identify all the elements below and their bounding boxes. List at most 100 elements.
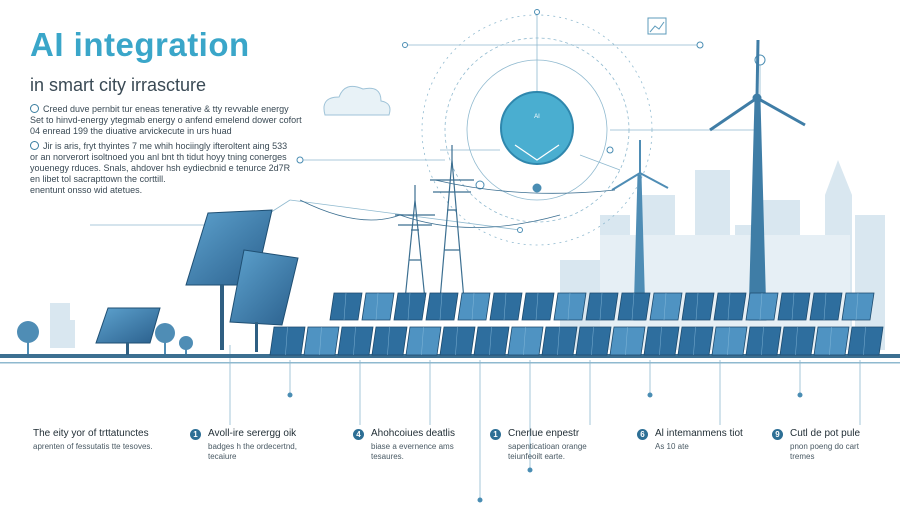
solar-panel-gridline: [659, 326, 662, 356]
solar-panel-gridline: [319, 326, 322, 356]
feature-title: Ahohcoiues deatlis: [371, 428, 455, 439]
solar-panel: [521, 292, 555, 321]
solar-panel: [371, 326, 408, 356]
solar-panel-gridline: [625, 326, 628, 356]
bullet-icon: [30, 104, 39, 113]
intro-paragraph-2: Jir is aris, fryt thyintes 7 me whih hoc…: [30, 141, 310, 196]
solar-panel: [711, 326, 748, 356]
solar-panel: [489, 292, 523, 321]
feature-number: 1: [190, 429, 201, 440]
feature-title: Avoll-ire serergg oik: [208, 428, 297, 439]
solar-panel-gridline: [353, 326, 356, 356]
cloud-icon: [323, 85, 391, 116]
solar-panel: [541, 326, 578, 356]
solar-panel: [303, 326, 340, 356]
solar-panel-gridline: [663, 292, 667, 321]
solar-panel-gridline: [759, 292, 763, 321]
solar-panel-gridline: [471, 292, 475, 321]
solar-panel-gridline: [557, 326, 560, 356]
page-subtitle: in smart city irrasсture: [30, 75, 207, 95]
bullet-icon: [30, 141, 39, 150]
solar-panel: [457, 292, 491, 321]
solar-panel: [425, 292, 459, 321]
solar-field: [269, 292, 884, 356]
solar-panel-gridline: [855, 292, 859, 321]
feature-desc: aprenten of fessutatis tte tesoves.: [33, 442, 153, 451]
feature-title: The eity yor of trttatunctes: [33, 428, 149, 439]
solar-panel: [393, 292, 427, 321]
intro-line: youenegy rduces. Snals, ahdover hsh eydi…: [30, 163, 291, 173]
solar-panel-gridline: [387, 326, 390, 356]
solar-panel-gridline: [727, 292, 731, 321]
intro-paragraph-1: Creed duve pernbit tur eneas tenerative …: [30, 104, 310, 137]
solar-panel-gridline: [421, 326, 424, 356]
solar-panel-gridline: [761, 326, 764, 356]
intro-line: Jir is aris, fryt thyintes 7 me whih hoc…: [43, 141, 288, 151]
solar-panel: [553, 292, 587, 321]
solar-panel-gridline: [375, 292, 379, 321]
feature-title: Cutl de pot pule: [790, 428, 861, 439]
solar-panel: [439, 326, 476, 356]
solar-panel-gridline: [727, 326, 730, 356]
feature-title: Al intemanmens tiot: [655, 428, 743, 439]
solar-panel: [405, 326, 442, 356]
solar-panel-gridline: [823, 292, 827, 321]
solar-panel: [643, 326, 680, 356]
solar-panel: [841, 292, 875, 321]
solar-panel: [713, 292, 747, 321]
solar-panel-gridline: [503, 292, 507, 321]
ground: [0, 354, 900, 364]
solar-panel-gridline: [829, 326, 832, 356]
solar-panel: [585, 292, 619, 321]
feature-number: 6: [637, 429, 648, 440]
feature-number: 1: [490, 429, 501, 440]
solar-panel: [847, 326, 884, 356]
intro-line: en libet tol sacrapttown the corttill.: [30, 174, 166, 184]
solar-panel-gridline: [489, 326, 492, 356]
solar-panel-gridline: [343, 292, 347, 321]
power-pylons: [299, 145, 616, 301]
solar-panel: [609, 326, 646, 356]
solar-panel: [809, 292, 843, 321]
solar-panel: [677, 326, 714, 356]
feature-desc: As 10 ate: [655, 442, 689, 451]
solar-panel: [337, 326, 374, 356]
solar-panel-gridline: [523, 326, 526, 356]
intro-line: or an norverort isoltnoed you anl bnt th…: [30, 152, 287, 162]
solar-panel: [777, 292, 811, 321]
solar-panel: [575, 326, 612, 356]
intro-line: enentunt onsso wid atetues.: [30, 185, 143, 195]
intro-line: Creed duve pernbit tur eneas tenerative …: [43, 104, 289, 114]
chart-icon: [647, 17, 667, 35]
intro-line: 04 enread 199 the diuative arvickecute i…: [30, 126, 232, 136]
svg-text:AI: AI: [534, 114, 540, 120]
solar-panel: [617, 292, 651, 321]
feature-desc: badges h the ordecertnd,tecaiure: [208, 442, 297, 461]
solar-panel: [681, 292, 715, 321]
network-lines: [90, 10, 861, 500]
solar-panel-gridline: [591, 326, 594, 356]
solar-panel-gridline: [631, 292, 635, 321]
solar-arrays-left: [95, 209, 299, 355]
page-title: AI integration: [30, 26, 250, 63]
solar-panel: [361, 292, 395, 321]
solar-panel: [745, 292, 779, 321]
solar-panel-gridline: [407, 292, 411, 321]
solar-panel-gridline: [795, 326, 798, 356]
solar-panel: [329, 292, 363, 321]
solar-panel: [649, 292, 683, 321]
solar-panel-gridline: [695, 292, 699, 321]
solar-panel: [507, 326, 544, 356]
solar-panel: [745, 326, 782, 356]
solar-panel-gridline: [455, 326, 458, 356]
solar-panel-gridline: [863, 326, 866, 356]
solar-panel: [473, 326, 510, 356]
intro-line: Set to hinvd-energy ytegmab energy o anf…: [30, 115, 302, 125]
feature-number: 9: [772, 429, 783, 440]
solar-panel: [779, 326, 816, 356]
solar-panel-gridline: [567, 292, 571, 321]
solar-panel-gridline: [693, 326, 696, 356]
